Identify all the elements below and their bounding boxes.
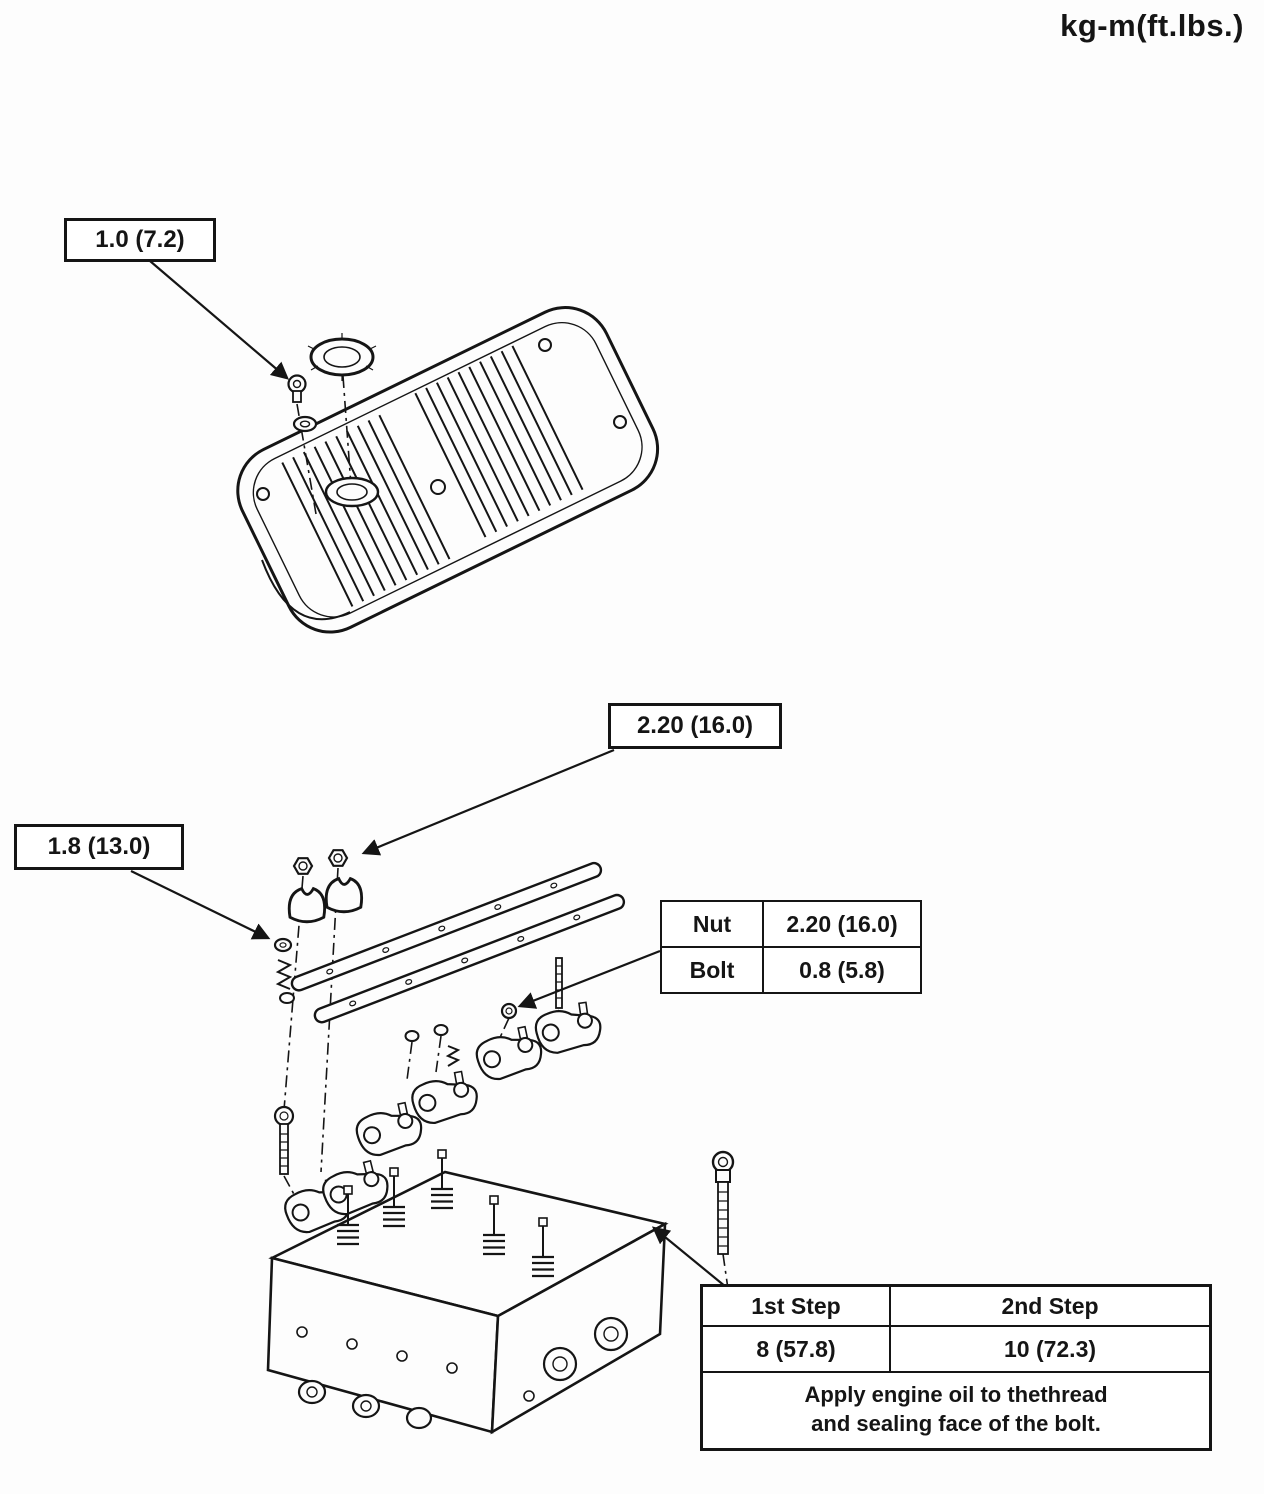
rocker-arms (351, 999, 605, 1160)
fastener-type-cell: Nut (662, 902, 764, 946)
nut-bolt-torque-table: Nut 2.20 (16.0) Bolt 0.8 (5.8) (660, 900, 922, 994)
table-row: Nut 2.20 (16.0) (662, 902, 920, 946)
head-bolt-torque-table: 1st Step 2nd Step 8 (57.8) 10 (72.3) App… (700, 1284, 1212, 1452)
table-value-row: 8 (57.8) 10 (72.3) (703, 1327, 1209, 1373)
rocker-arm-shafts (290, 861, 626, 1024)
shaft-small-parts (404, 957, 563, 1067)
arrow-from-fastener-table (517, 949, 661, 1009)
shaft-brackets (287, 877, 364, 924)
value-2nd-step: 10 (72.3) (1003, 1335, 1097, 1362)
callout-rocker-washer-torque: 1.8 (13.0) (14, 824, 184, 870)
arrow-to-shaft-nut (361, 748, 615, 856)
fastener-torque-cell: 2.20 (16.0) (786, 910, 898, 937)
note-line-2: and sealing face of the bolt. (811, 1410, 1101, 1436)
oil-filler-cap (307, 333, 377, 381)
cover-grommet (292, 415, 318, 433)
header-2nd-step: 2nd Step (1001, 1292, 1099, 1319)
table-row: Bolt 0.8 (5.8) (662, 946, 920, 992)
table-header-row: 1st Step 2nd Step (703, 1287, 1209, 1327)
cylinder-head-bolt (711, 1150, 735, 1255)
shaft-bolt (273, 1105, 295, 1175)
header-1st-step: 1st Step (703, 1287, 891, 1325)
cylinder-head (266, 1148, 669, 1435)
table-note: Apply engine oil to thethread and sealin… (703, 1373, 1209, 1448)
callout-rocker-nut-torque: 2.20 (16.0) (608, 703, 782, 749)
value-1st-step: 8 (57.8) (703, 1327, 891, 1371)
arrow-to-shaft-washer (130, 870, 271, 940)
shaft-washer-spring (273, 937, 295, 1004)
units-label: kg-m(ft.lbs.) (1060, 8, 1244, 43)
arrow-to-cover-bolt (149, 260, 290, 380)
filler-hole (324, 476, 446, 508)
fastener-type-cell: Bolt (662, 948, 764, 992)
cover-bolt (287, 374, 307, 403)
note-line-1: Apply engine oil to thethread (804, 1382, 1108, 1407)
valve-cover (236, 306, 660, 634)
callout-cover-bolt-torque: 1.0 (7.2) (64, 218, 216, 262)
rocker-shaft-nuts (292, 849, 349, 875)
fastener-torque-cell: 0.8 (5.8) (799, 956, 885, 983)
